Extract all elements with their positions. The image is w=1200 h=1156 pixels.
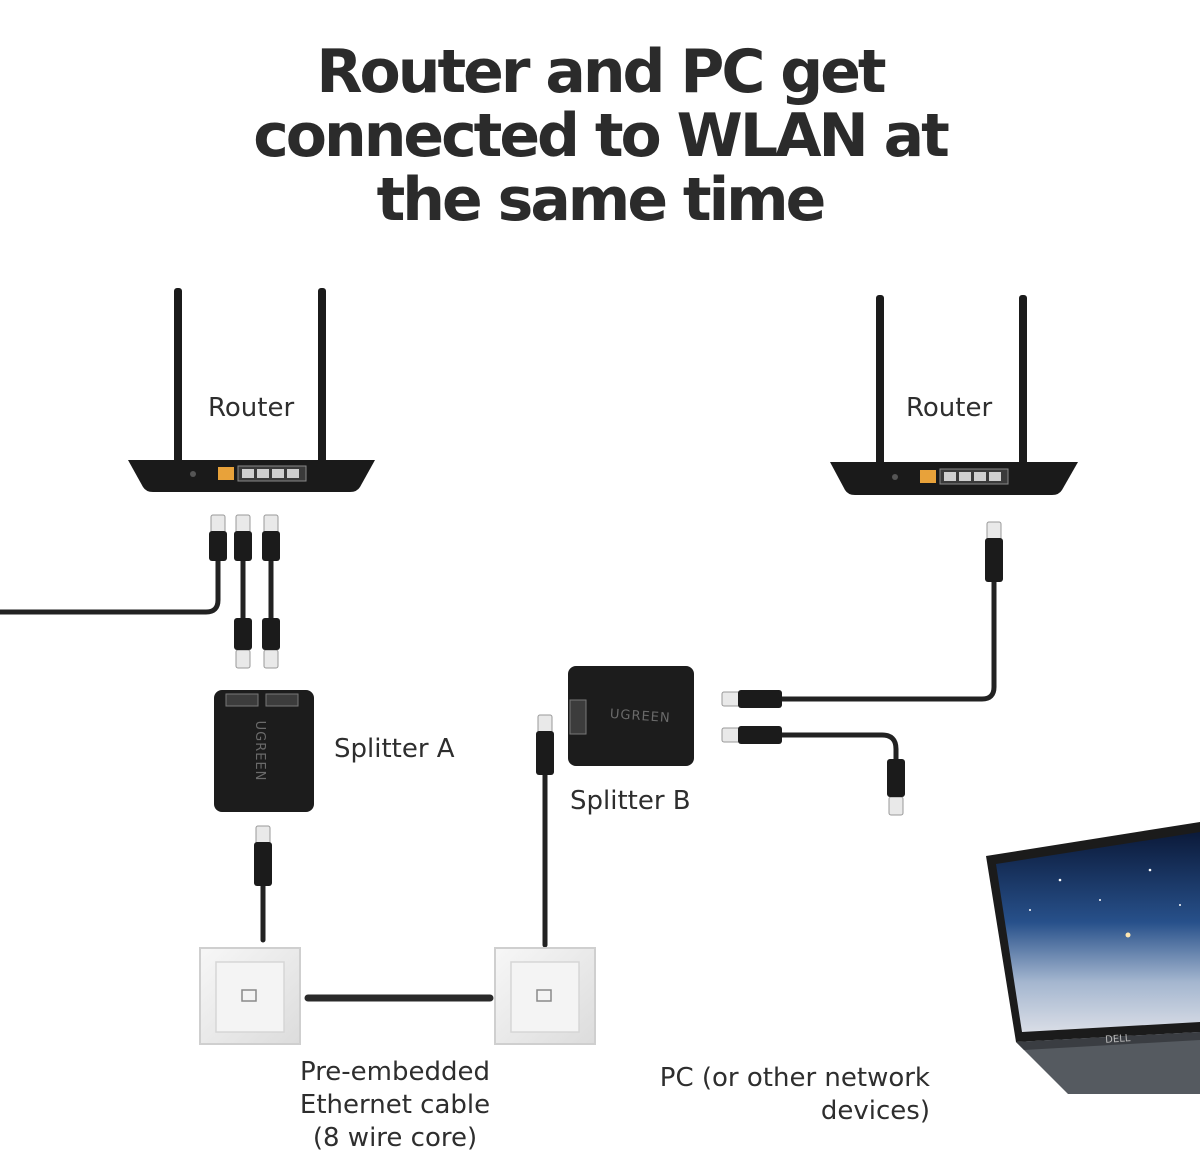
power-port <box>892 474 898 480</box>
rj45-plug <box>536 714 554 775</box>
splitter-b-to-pc-cable <box>777 732 899 768</box>
splitter-a-brand: UGREEN <box>252 721 267 782</box>
ethernet-socket-icon <box>536 989 552 1002</box>
rj45-plug <box>234 618 252 669</box>
splitter-a-label: Splitter A <box>334 734 455 764</box>
diagram-title: Router and PC get connected to WLAN at t… <box>0 40 1200 232</box>
rj45-plug <box>887 759 905 816</box>
antenna <box>174 288 182 468</box>
pc-label-line-2: devices) <box>820 1096 930 1126</box>
port <box>225 693 259 707</box>
router-left-label: Router <box>208 393 295 423</box>
antenna <box>1019 295 1027 467</box>
antenna <box>876 295 884 467</box>
splitter-b-device: UGREEN <box>568 666 694 766</box>
router-right <box>830 295 1078 495</box>
laptop-logo: DELL <box>1105 1033 1131 1046</box>
rj45-plugs <box>209 514 1003 886</box>
title-line-1: Router and PC get <box>316 37 886 108</box>
rj45-plug <box>262 618 280 669</box>
cable-label-line-3: (8 wire core) <box>312 1123 478 1153</box>
ethernet-socket-icon <box>241 989 257 1002</box>
power-port <box>190 471 196 477</box>
wan-port <box>920 470 936 483</box>
splitter-b-to-router-b-cable <box>777 577 997 702</box>
rj45-plug <box>254 825 272 886</box>
rj45-plug <box>262 514 280 561</box>
router-right-label: Router <box>906 393 993 423</box>
rj45-plug <box>721 690 782 708</box>
rj45-plug <box>209 514 227 561</box>
wall-plate-b <box>494 947 596 1045</box>
cable-label-line-1: Pre-embedded <box>299 1057 491 1087</box>
wan-port <box>218 467 234 480</box>
splitter-a-device: UGREEN <box>214 690 314 812</box>
wall-plate-a <box>199 947 301 1045</box>
laptop: DELL <box>986 822 1200 1094</box>
splitter-b-label: Splitter B <box>570 786 691 816</box>
laptop-screen <box>996 832 1200 1032</box>
title-line-3: the same time <box>376 165 827 236</box>
title-line-2: connected to WLAN at <box>253 101 950 172</box>
splitter-b-brand: UGREEN <box>609 707 671 726</box>
cables <box>0 557 997 1002</box>
router-left <box>128 288 375 492</box>
pre-embedded-cable-label: Pre-embedded Ethernet cable (8 wire core… <box>260 1056 530 1155</box>
incoming-cable <box>0 557 221 615</box>
port <box>265 693 299 707</box>
cable-label-line-2: Ethernet cable <box>299 1090 491 1120</box>
port <box>569 699 587 735</box>
pc-label-line-1: PC (or other network <box>659 1063 930 1093</box>
pc-label: PC (or other network devices) <box>620 1062 930 1128</box>
rj45-plug <box>234 514 252 561</box>
rj45-plug <box>985 521 1003 582</box>
rj45-plug <box>721 726 782 744</box>
antenna <box>318 288 326 468</box>
